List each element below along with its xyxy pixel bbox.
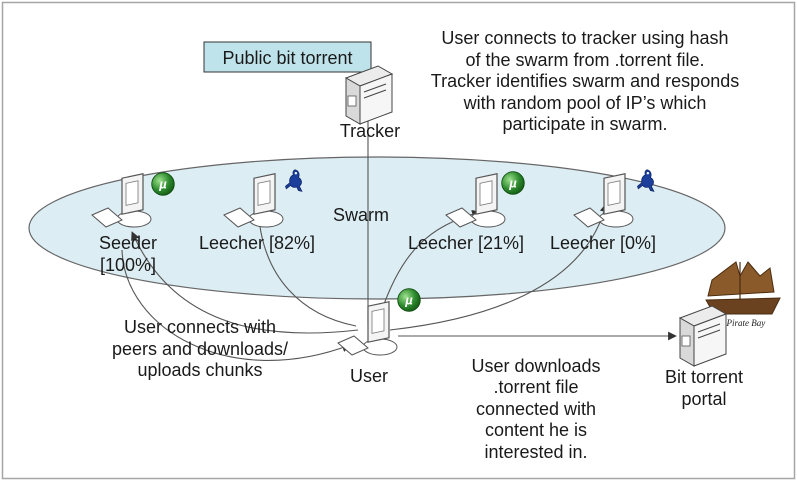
tracker-note-line-4: with random pool of IP’s which [463,93,707,113]
tracker-note-line-3: Tracker identifies swarm and responds [431,71,739,91]
seeder-label-line-1: Seeder [99,233,157,253]
tracker-note-line-1: User connects to tracker using hash [441,28,728,48]
download-note-line-3: connected with [476,399,596,419]
tracker-label: Tracker [340,121,400,141]
user-label: User [350,366,388,386]
peers-note-line-1: User connects with [124,317,276,337]
user-leecher82-line [253,203,357,327]
peers-note-line-3: uploads chunks [137,360,262,380]
leecher21-utorrent-icon [501,171,525,195]
swarm-label: Swarm [333,205,389,225]
seeder-user-return-line [121,249,351,361]
swarm-ellipse [28,156,726,300]
connection-lines [121,91,677,361]
download-note-line-5: interested in. [484,442,587,462]
leecher82-label: Leecher [82%] [199,233,315,253]
pirate-bay-logo-text: The Pirate Bay [711,318,766,328]
portal-label-line-2: portal [681,389,726,409]
portal-server-icon [678,305,728,367]
peers-note: User connects with peers and downloads/ … [112,317,288,380]
public-bit-torrent-label: Public bit torrent [222,48,352,68]
download-note: User downloads .torrent file connected w… [471,356,600,462]
user-leecher0-line [389,203,609,331]
download-note-line-1: User downloads [471,356,600,376]
user-seeder-line [131,231,359,334]
peers-note-line-2: peers and downloads/ [112,339,288,359]
seeder-utorrent-icon [151,172,175,196]
leecher21-label: Leecher [21%] [408,233,524,253]
seeder-label-line-2: [100%] [100,255,156,275]
tracker-note-line-2: of the swarm from .torrent file. [465,50,704,70]
tracker-note: User connects to tracker using hash of t… [431,28,739,134]
pirate-ship-icon [705,261,781,315]
portal-label-line-1: Bit torrent [665,367,743,387]
public-bit-torrent-box [203,41,372,73]
user-utorrent-icon [397,288,421,312]
server-tower-icon [344,65,394,125]
download-note-line-2: .torrent file [493,377,578,397]
leecher0-label: Leecher [0%] [550,233,656,253]
tracker-note-line-5: participate in swarm. [502,114,667,134]
download-note-line-4: content he is [485,420,587,440]
